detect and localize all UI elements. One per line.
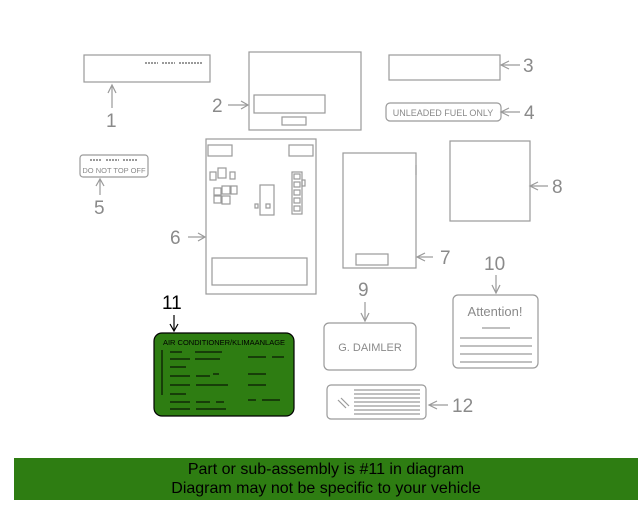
- callout-1[interactable]: 1: [106, 111, 117, 132]
- part-4-label-text: UNLEADED FUEL ONLY: [393, 108, 494, 118]
- banner-line-2: Diagram may not be specific to your vehi…: [171, 480, 481, 497]
- callout-4[interactable]: 4: [524, 103, 535, 124]
- callout-12[interactable]: 12: [452, 396, 473, 417]
- part-9-label-text: G. DAIMLER: [338, 342, 402, 354]
- part-11-label-highlighted[interactable]: AIR CONDITIONER/KLIMAANLAGE: [153, 315, 295, 417]
- info-banner: Part or sub-assembly is #11 in diagram D…: [14, 458, 638, 500]
- part-9-label: [323, 322, 417, 371]
- part-10-label-text: Attention!: [468, 304, 523, 319]
- callout-6[interactable]: 6: [170, 228, 181, 249]
- callout-2[interactable]: 2: [212, 96, 223, 117]
- callout-7[interactable]: 7: [440, 248, 451, 269]
- banner-line-1: Part or sub-assembly is #11 in diagram: [187, 461, 465, 478]
- part-5-label-text: DO NOT TOP OFF: [82, 166, 146, 175]
- callout-5[interactable]: 5: [94, 198, 105, 219]
- part-3-label: [388, 54, 501, 81]
- callout-3[interactable]: 3: [523, 56, 534, 77]
- exploded-label-diagram: AIR CONDITIONER/KLIMAANLAGE: [79, 51, 563, 420]
- part-1-label: [83, 54, 211, 83]
- part-5-label: [79, 154, 149, 178]
- part-10-label: [452, 294, 539, 369]
- part-2-label: [248, 51, 362, 131]
- part-6-label: [205, 138, 317, 295]
- callout-10[interactable]: 10: [484, 254, 505, 275]
- callout-11[interactable]: 11: [162, 293, 182, 314]
- part-12-label: [326, 384, 427, 420]
- callout-8[interactable]: 8: [552, 177, 563, 198]
- part-7-label: [342, 152, 417, 269]
- callout-9[interactable]: 9: [358, 280, 369, 301]
- part-8-label: [449, 140, 531, 222]
- part-11-label-title: AIR CONDITIONER/KLIMAANLAGE: [163, 338, 285, 347]
